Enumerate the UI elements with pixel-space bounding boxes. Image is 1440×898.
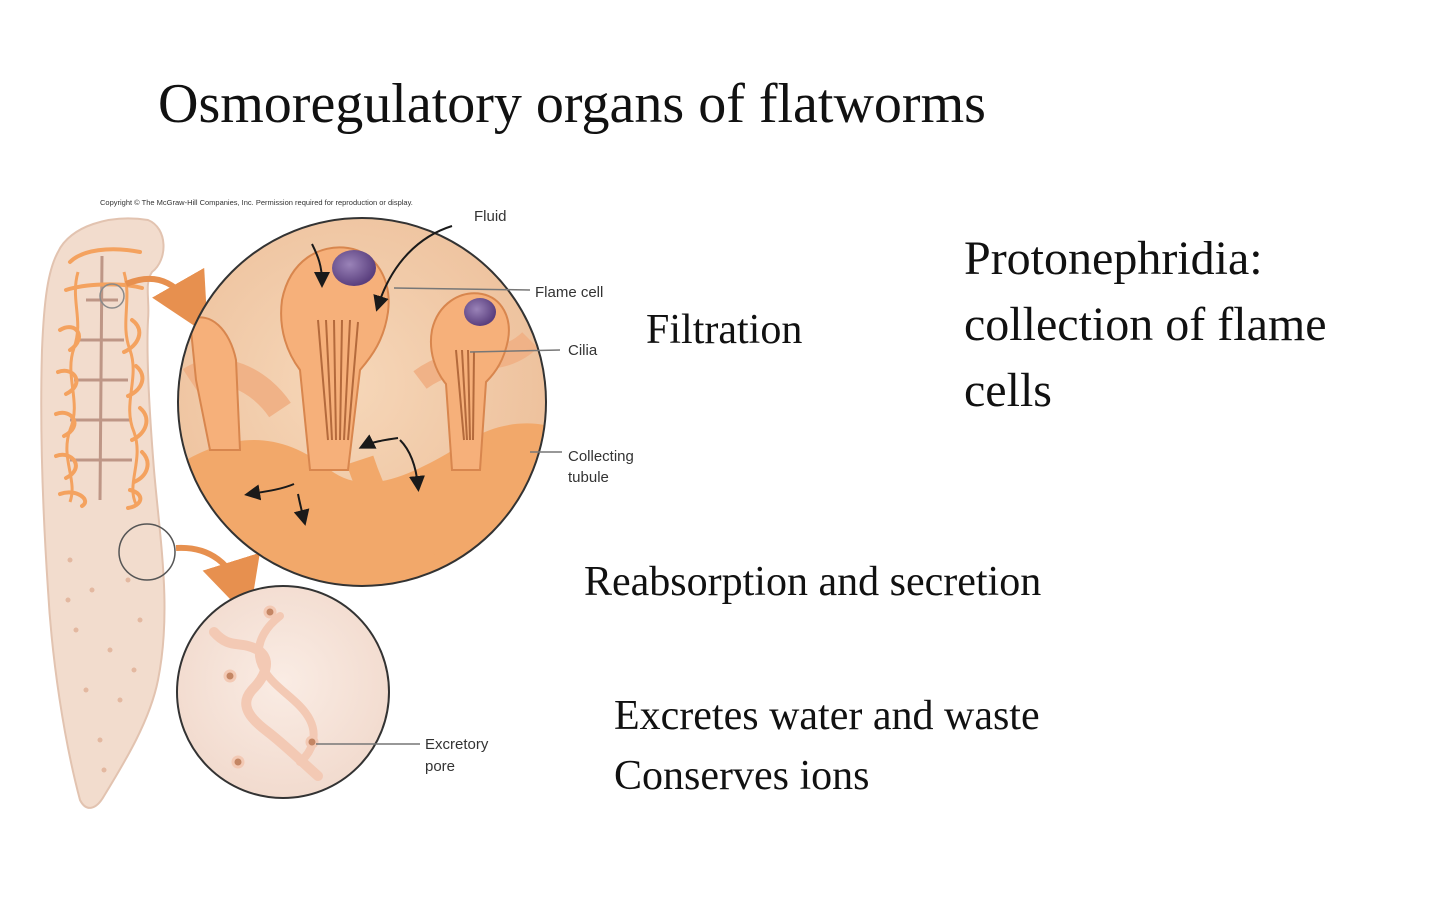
- copyright-notice: Copyright © The McGraw-Hill Companies, I…: [100, 198, 413, 207]
- protonephridia-definition: Protonephridia: collection of flame cell…: [964, 226, 1424, 424]
- label-excretory-pore-2: pore: [425, 758, 455, 775]
- flame-cell-magnified-view: [177, 217, 547, 587]
- filtration-text: Filtration: [646, 307, 803, 353]
- excretory-pore-magnified-view: [176, 585, 390, 799]
- label-collecting-tubule-2: tubule: [568, 469, 609, 486]
- flatworm-body: [40, 217, 176, 809]
- zoom-arrow-lower: [175, 544, 260, 619]
- slide-title: Osmoregulatory organs of flatworms: [158, 73, 986, 135]
- label-fluid: Fluid: [474, 208, 507, 225]
- label-cilia: Cilia: [568, 342, 598, 359]
- zoom-arrow-upper: [124, 267, 208, 335]
- zoom-marker-upper: [99, 283, 125, 309]
- label-excretory-pore-1: Excretory: [425, 736, 489, 753]
- protonephridia-line-2: collection of flame: [964, 298, 1327, 351]
- label-leader-lines: [316, 287, 562, 745]
- excretes-text: Excretes water and waste: [614, 693, 1040, 739]
- label-collecting-tubule-1: Collecting: [568, 448, 634, 465]
- zoom-marker-lower: [118, 523, 176, 581]
- protonephridia-line-3: cells: [964, 364, 1052, 417]
- label-flame-cell: Flame cell: [535, 284, 603, 301]
- reabsorption-text: Reabsorption and secretion: [584, 559, 1042, 605]
- protonephridia-line-1: Protonephridia:: [964, 232, 1263, 285]
- conserves-text: Conserves ions: [614, 753, 870, 799]
